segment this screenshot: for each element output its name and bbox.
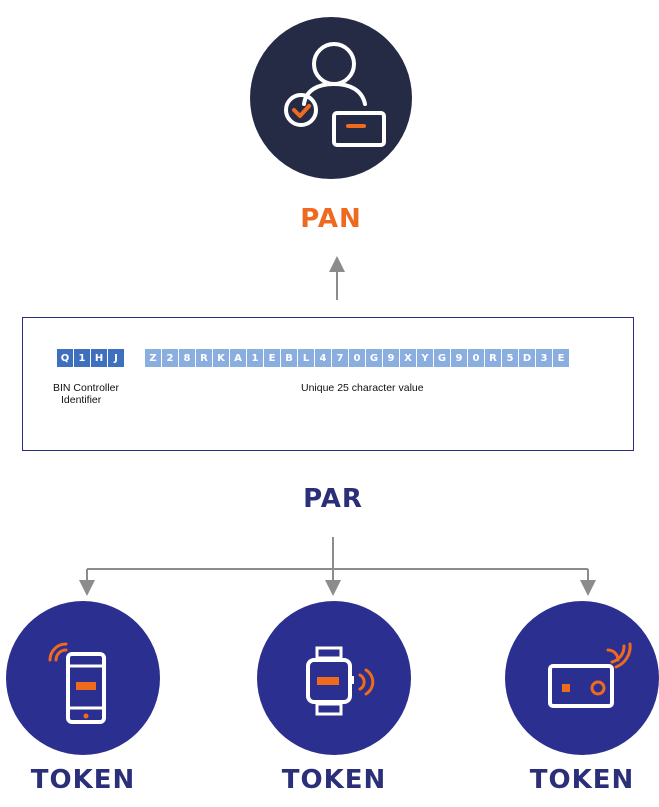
unique-char-cell: 4 (315, 349, 331, 367)
unique-char-cell: 5 (502, 349, 518, 367)
par-label: PAR (303, 484, 363, 514)
unique-char-cell: E (553, 349, 569, 367)
checkmark-icon (292, 104, 311, 118)
smartphone-icon (48, 642, 106, 724)
token-circle (6, 601, 160, 755)
unique-char-cell: R (196, 349, 212, 367)
unique-char-cell: K (213, 349, 229, 367)
unique-char-cell: R (485, 349, 501, 367)
token-circle (505, 601, 659, 755)
token-node-card (505, 601, 659, 755)
unique-char-cell: 0 (468, 349, 484, 367)
unique-char-cell: 7 (332, 349, 348, 367)
unique-char-cell: 3 (536, 349, 552, 367)
smartwatch-icon (306, 646, 375, 716)
unique-char-cell: Y (417, 349, 433, 367)
unique-char-cell: 1 (247, 349, 263, 367)
token-node-watch (257, 601, 411, 755)
unique-char-cell: E (264, 349, 280, 367)
token-label-card: TOKEN (529, 765, 635, 795)
token-node-phone (6, 601, 160, 755)
unique-char-cell: 9 (451, 349, 467, 367)
bin-char-cell: J (108, 349, 124, 367)
bin-caption: BIN Controller Identifier (53, 382, 119, 406)
unique-char-cell: A (230, 349, 246, 367)
unique-char-cell: X (400, 349, 416, 367)
token-label-watch: TOKEN (281, 765, 387, 795)
bin-caption-line1: BIN Controller (53, 382, 119, 394)
unique-char-cell: Z (145, 349, 161, 367)
unique-char-cell: B (281, 349, 297, 367)
pan-label: PAN (300, 204, 362, 234)
bin-char-cell: 1 (74, 349, 90, 367)
pan-node (250, 17, 412, 179)
unique-char-cell: 0 (349, 349, 365, 367)
pan-circle (250, 17, 412, 179)
unique-char-cell: 2 (162, 349, 178, 367)
user-card-icon (284, 42, 386, 147)
bin-caption-line2: Identifier (61, 394, 102, 406)
token-connectors (79, 537, 596, 596)
unique-caption: Unique 25 character value (301, 382, 424, 394)
unique-char-cell: 8 (179, 349, 195, 367)
unique-char-cell: G (366, 349, 382, 367)
unique-char-cell: 9 (383, 349, 399, 367)
bin-char-cell: H (91, 349, 107, 367)
unique-char-cell: L (298, 349, 314, 367)
token-label-phone: TOKEN (30, 765, 136, 795)
bin-char-cell: Q (57, 349, 73, 367)
unique-char-cell: D (519, 349, 535, 367)
card-contactless-icon (548, 642, 632, 708)
unique-char-cell: G (434, 349, 450, 367)
